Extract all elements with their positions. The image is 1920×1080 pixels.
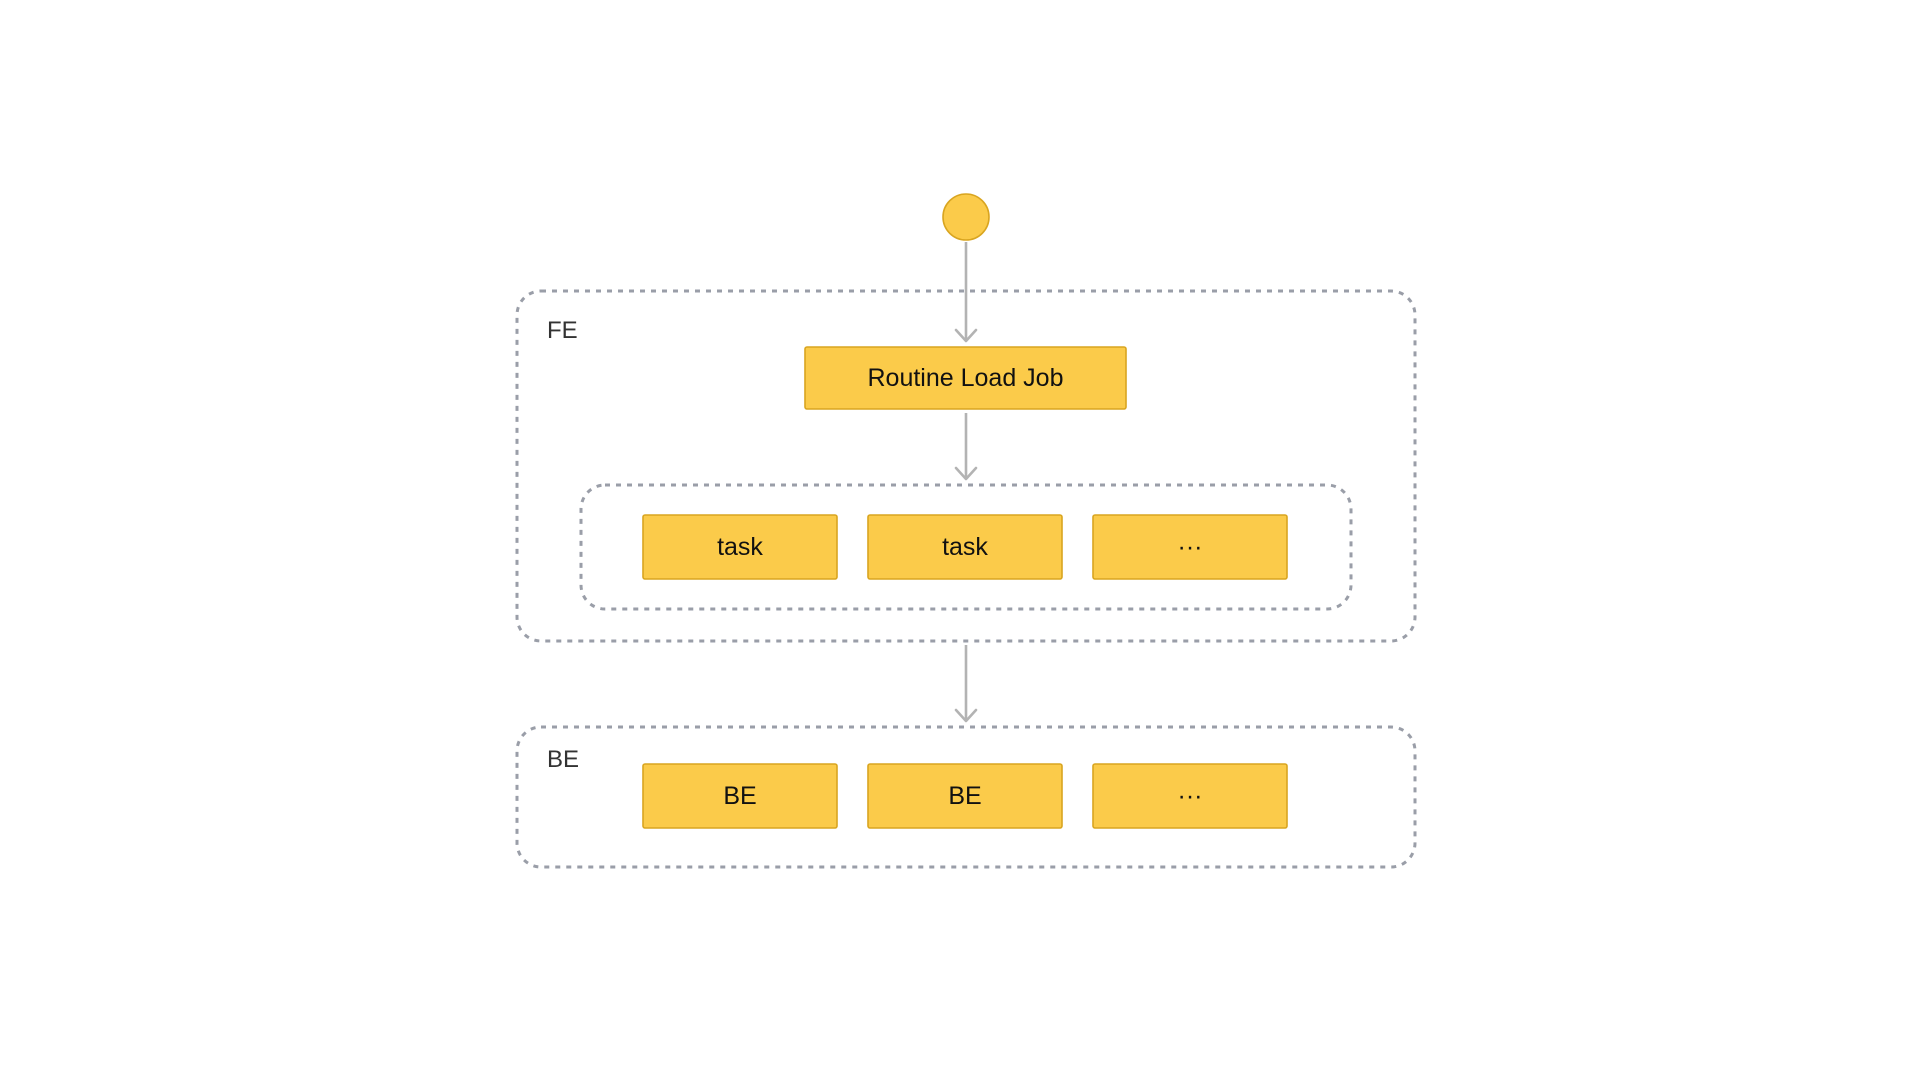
task-node <box>867 514 1063 580</box>
be-node <box>642 763 838 829</box>
be-node-label: BE <box>948 782 981 810</box>
arrow-fe-to-be-head <box>954 708 978 723</box>
start-node <box>942 193 990 241</box>
task-node <box>642 514 838 580</box>
be-group-box <box>515 725 1417 869</box>
be-node-label: BE <box>723 782 756 810</box>
routine-load-job-label: Routine Load Job <box>868 364 1064 392</box>
be-ellipsis-label: ··· <box>1178 782 1203 810</box>
be-node <box>867 763 1063 829</box>
task-node-label: task <box>717 533 763 561</box>
routine-load-job-node <box>804 346 1127 410</box>
be-ellipsis-node <box>1092 763 1288 829</box>
be-group-label: BE <box>547 746 579 773</box>
arrow-start-to-job-head <box>954 328 978 343</box>
fe-group-label: FE <box>547 317 578 344</box>
task-ellipsis-node <box>1092 514 1288 580</box>
arrow-job-to-tasks-head <box>954 466 978 481</box>
task-group-box <box>579 483 1353 611</box>
fe-group-box <box>515 289 1417 643</box>
task-node-label: task <box>942 533 988 561</box>
task-ellipsis-label: ··· <box>1178 533 1203 561</box>
